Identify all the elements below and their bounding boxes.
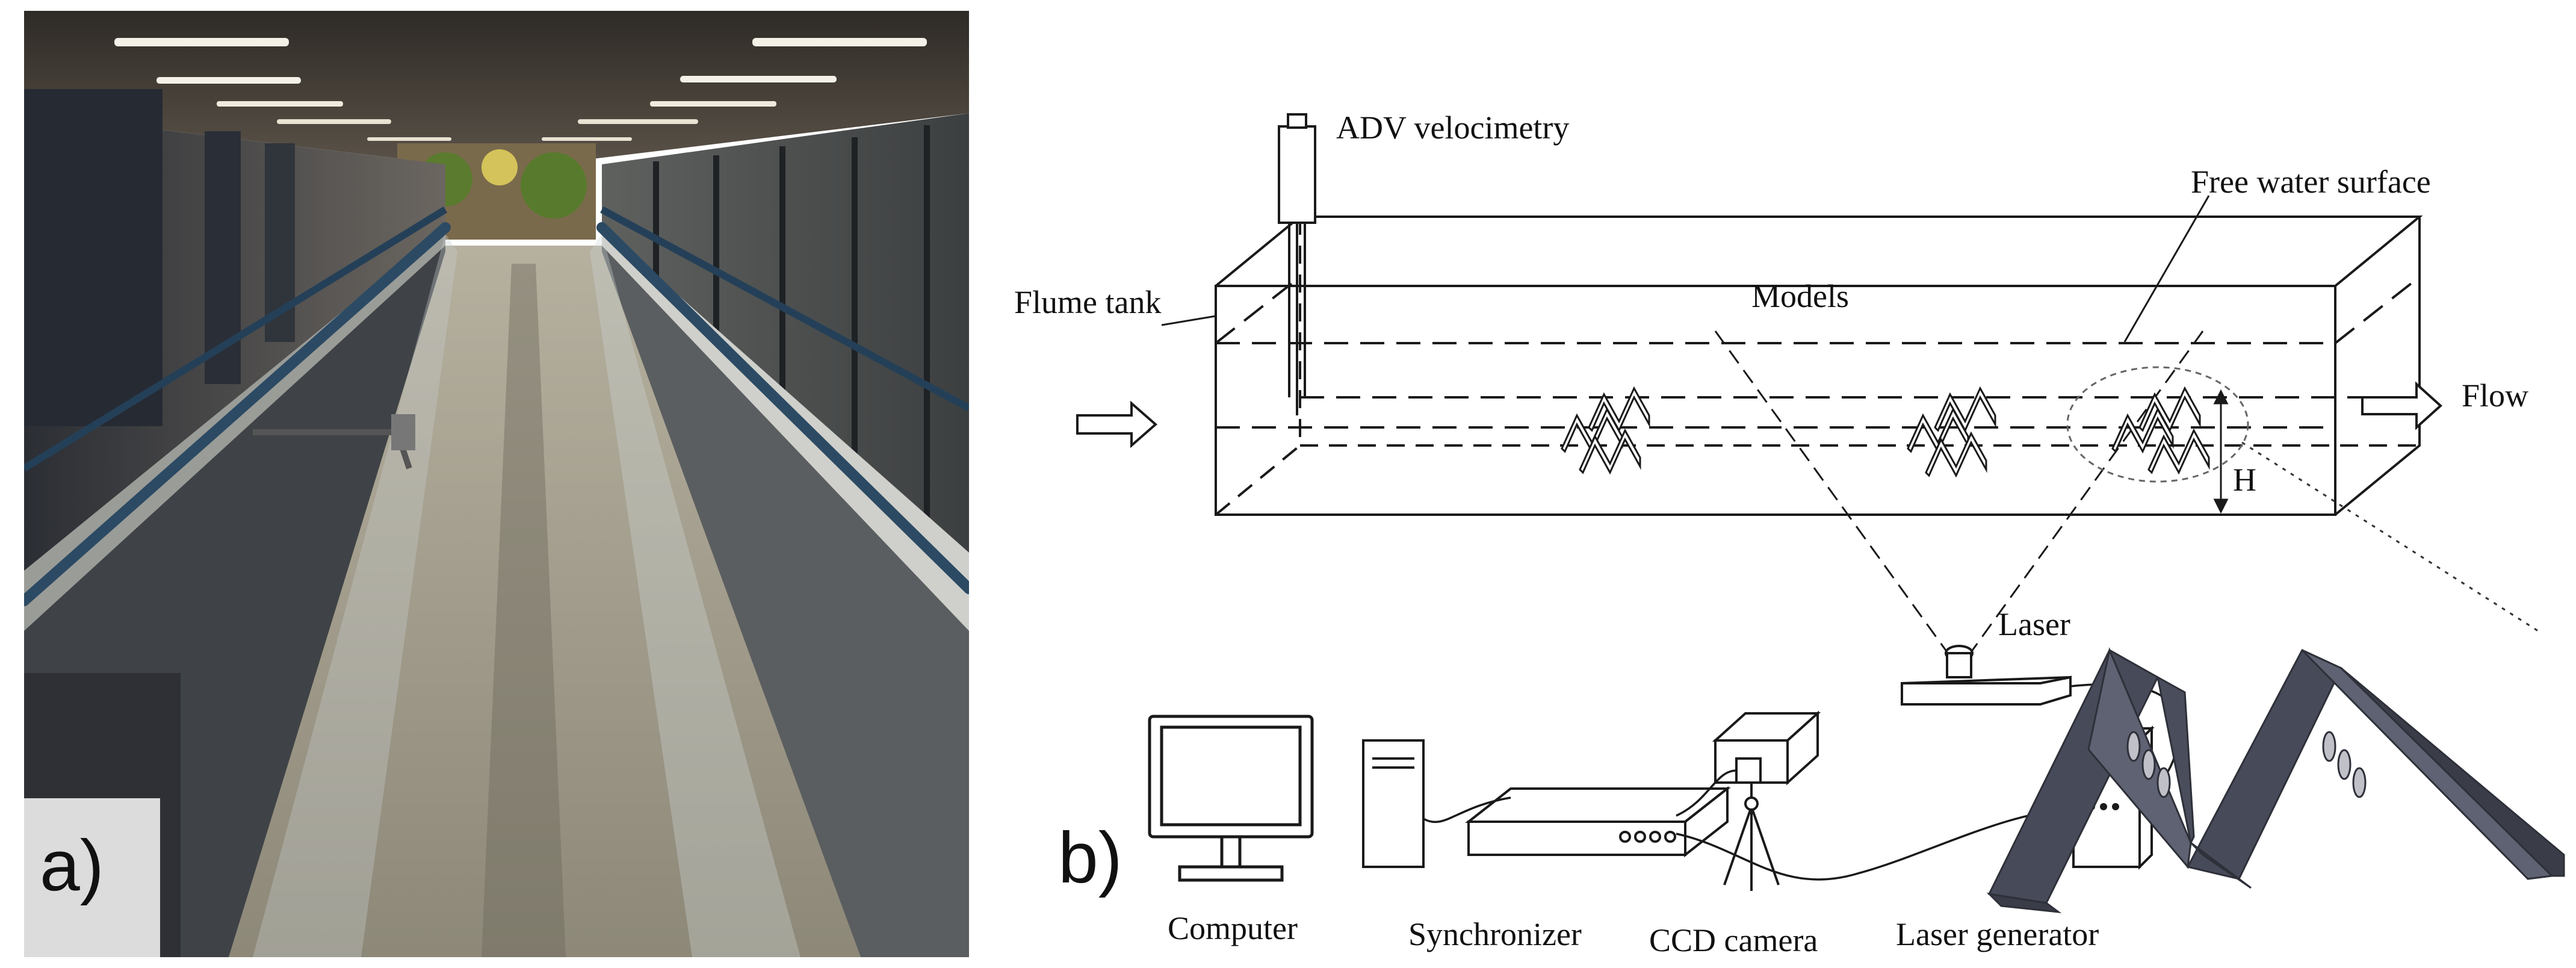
flume-photo-illustration (24, 11, 969, 957)
model-group-3 (2066, 366, 2249, 483)
model-group-1 (1561, 387, 1650, 474)
laser-label: Laser (1998, 606, 2070, 642)
inlet-arrow (1076, 400, 1158, 448)
free-water-surface-line (1215, 276, 2421, 344)
model-group-2 (1907, 387, 1996, 477)
flume-bed-lines (1216, 396, 2420, 429)
panel-a-label-box (24, 798, 160, 957)
model-closeup (1986, 647, 2565, 914)
setup-schematic: ADV velocimetry Free water surface Flume… (1014, 110, 2565, 958)
computer-label: Computer (1168, 910, 1298, 946)
free-water-surface-label: Free water surface (2191, 164, 2431, 200)
laser-head (1901, 645, 2072, 706)
panel-a-label: a) (40, 825, 104, 906)
adv-probe (1278, 113, 1316, 415)
synchronizer-label: Synchronizer (1408, 916, 1582, 952)
laser-generator-label: Laser generator (1896, 916, 2099, 952)
adv-velocimetry-label: ADV velocimetry (1336, 110, 1569, 146)
ccd-camera-label: CCD camera (1649, 922, 1818, 958)
flume-photo: a) (24, 11, 969, 957)
laser-beam (1714, 330, 2204, 657)
ccd-camera (1712, 710, 1821, 891)
flow-label: Flow (2462, 377, 2528, 414)
h-label: H (2233, 462, 2256, 498)
computer-tower (1362, 739, 1425, 868)
panel-b-label: b) (1058, 818, 1122, 898)
computer-monitor (1148, 715, 1314, 882)
flume-tank-leader (1161, 315, 1216, 326)
zoom-line (2241, 441, 2540, 633)
flow-arrow (2361, 381, 2442, 430)
free-surface-leader (2123, 195, 2210, 343)
flume-tank (1215, 216, 2423, 516)
flume-tank-label: Flume tank (1014, 284, 1161, 320)
models-label: Models (1751, 278, 1849, 314)
h-dimension (2213, 389, 2229, 514)
